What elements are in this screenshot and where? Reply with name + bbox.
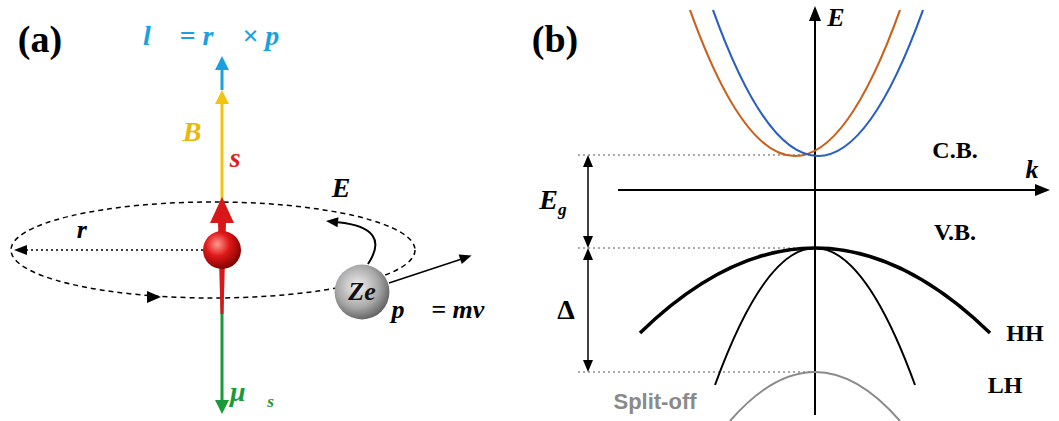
nucleus-label: Ze <box>348 278 375 307</box>
field-label: E⃗ <box>332 173 372 204</box>
spin-label: s⃗ <box>230 143 263 174</box>
panel-label: (a) <box>18 19 62 61</box>
field-curve-arrowhead <box>326 217 339 227</box>
gap-arrowhead <box>583 155 593 167</box>
gap-arrow <box>587 165 589 238</box>
angular-momentum-label: l⃗ = r⃗ × p⃗ <box>143 21 301 52</box>
energy-axis <box>814 20 816 415</box>
band-name: LH <box>988 372 1023 398</box>
level-guide <box>578 372 815 373</box>
electron-sphere <box>203 231 241 269</box>
subscript: s <box>267 392 274 411</box>
field-curve <box>338 222 375 264</box>
gap-arrowhead <box>583 236 593 248</box>
field-arrowhead <box>215 90 229 104</box>
momentum-arrowhead <box>459 255 472 264</box>
conduction-band <box>713 10 923 156</box>
splitting-arrowhead <box>583 360 593 372</box>
angular-momentum-arrow <box>221 68 224 90</box>
momentum-label: p⃗ = mv⃗ <box>391 296 504 325</box>
spin-arrowhead <box>210 197 234 223</box>
moment-arrow <box>221 300 224 402</box>
band-name: HH <box>1006 320 1043 346</box>
angular-momentum-arrowhead <box>215 56 229 70</box>
moment-arrowhead <box>215 400 229 414</box>
momentum-arrow <box>389 259 461 283</box>
heavy-hole-band <box>640 248 990 333</box>
subscript: g <box>558 200 567 219</box>
radius-line <box>26 249 203 251</box>
band-name: Split-off <box>611 390 698 414</box>
axis-label: E <box>827 4 844 33</box>
light-hole-band <box>715 248 915 385</box>
band-region-label: C.B. <box>932 137 977 163</box>
radius-arrowhead <box>14 245 27 255</box>
field-label: B⃗ <box>183 117 223 148</box>
orbit-arrowhead <box>147 291 161 303</box>
band-region-label: V.B. <box>934 219 976 245</box>
axis-label: k <box>1026 156 1039 185</box>
energy-axis-arrowhead <box>809 6 821 21</box>
k-axis <box>618 189 1036 191</box>
splitting-arrowhead <box>583 248 593 260</box>
splitting-arrow <box>587 258 589 362</box>
radius-label: r⃗ <box>77 216 107 245</box>
panel-label: (b) <box>532 19 578 61</box>
sphere-fill <box>335 265 390 320</box>
nucleus-sphere: Ze <box>334 264 390 320</box>
moment-label: μ⃗s <box>230 377 274 411</box>
level-guide <box>578 155 815 156</box>
gap-label: Eg <box>539 185 566 219</box>
split-off-band <box>730 372 900 421</box>
level-guide <box>578 248 815 249</box>
splitting-label: Δ <box>557 295 575 326</box>
k-axis-arrowhead <box>1035 184 1050 196</box>
